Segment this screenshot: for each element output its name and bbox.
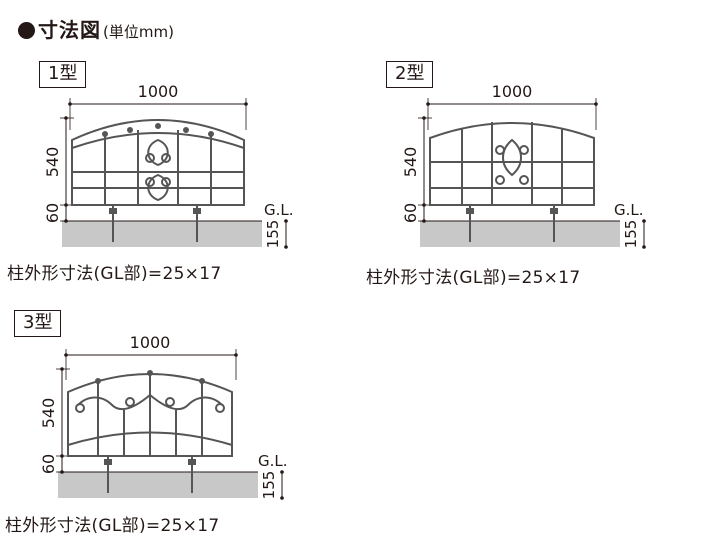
- depth-label: 155: [264, 220, 282, 249]
- post-dimension-caption-1: 柱外形寸法(GL部)=25×17: [7, 264, 222, 284]
- svg-text:60: 60: [39, 454, 58, 474]
- svg-text:155: 155: [622, 220, 640, 249]
- heading-title: 寸法図: [38, 18, 101, 42]
- svg-text:60: 60: [401, 203, 420, 223]
- bullet-icon: [18, 22, 35, 39]
- post-dimension-caption-3: 柱外形寸法(GL部)=25×17: [5, 516, 220, 536]
- type-label-2: 2型: [386, 61, 434, 88]
- type-label-1: 1型: [39, 61, 87, 88]
- svg-text:G.L.: G.L.: [614, 201, 644, 219]
- section-heading: 寸法図 (単位mm): [18, 14, 174, 43]
- gl-label: G.L.: [264, 201, 294, 219]
- type-label-3: 3型: [14, 310, 62, 337]
- leg-label: 60: [43, 203, 62, 223]
- svg-text:G.L.: G.L.: [258, 452, 288, 470]
- svg-text:540: 540: [401, 147, 420, 178]
- heading-unit: (単位mm): [103, 23, 174, 41]
- post-dimension-caption-2: 柱外形寸法(GL部)=25×17: [366, 268, 581, 288]
- svg-text:1000: 1000: [130, 333, 171, 352]
- svg-text:540: 540: [39, 398, 58, 429]
- height-label: 540: [43, 147, 62, 178]
- ground-strip: [62, 221, 262, 247]
- svg-text:1000: 1000: [492, 82, 533, 101]
- svg-text:155: 155: [260, 471, 278, 500]
- width-label: 1000: [138, 82, 179, 101]
